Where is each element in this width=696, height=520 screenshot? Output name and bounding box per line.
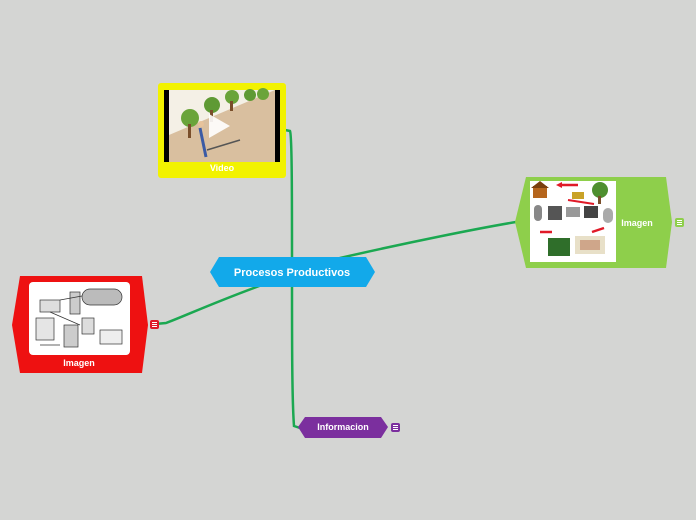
play-icon[interactable] (209, 114, 230, 138)
central-node[interactable]: Procesos Productivos (210, 257, 375, 287)
video-node[interactable]: Video (158, 83, 286, 178)
video-label: Video (210, 163, 235, 173)
image-node-right[interactable]: Imagen (515, 177, 672, 268)
connector-video (283, 128, 294, 267)
connector-informacion (290, 278, 302, 430)
image-right-thumbnail (531, 181, 613, 256)
informacion-label: Informacion (317, 422, 369, 432)
note-icon-informacion[interactable] (391, 423, 400, 432)
connector-image-left (153, 283, 264, 326)
image-right-label: Imagen (621, 218, 653, 228)
central-label: Procesos Productivos (234, 267, 350, 279)
note-icon-image-right[interactable] (675, 218, 684, 227)
image-node-left[interactable]: Imagen (12, 276, 148, 373)
image-left-label: Imagen (63, 358, 95, 368)
note-icon-image-left[interactable] (150, 320, 159, 329)
connector-image-right (338, 220, 518, 260)
connectors (153, 128, 518, 430)
informacion-node[interactable]: Informacion (298, 417, 388, 438)
image-left-thumbnail (35, 288, 123, 348)
